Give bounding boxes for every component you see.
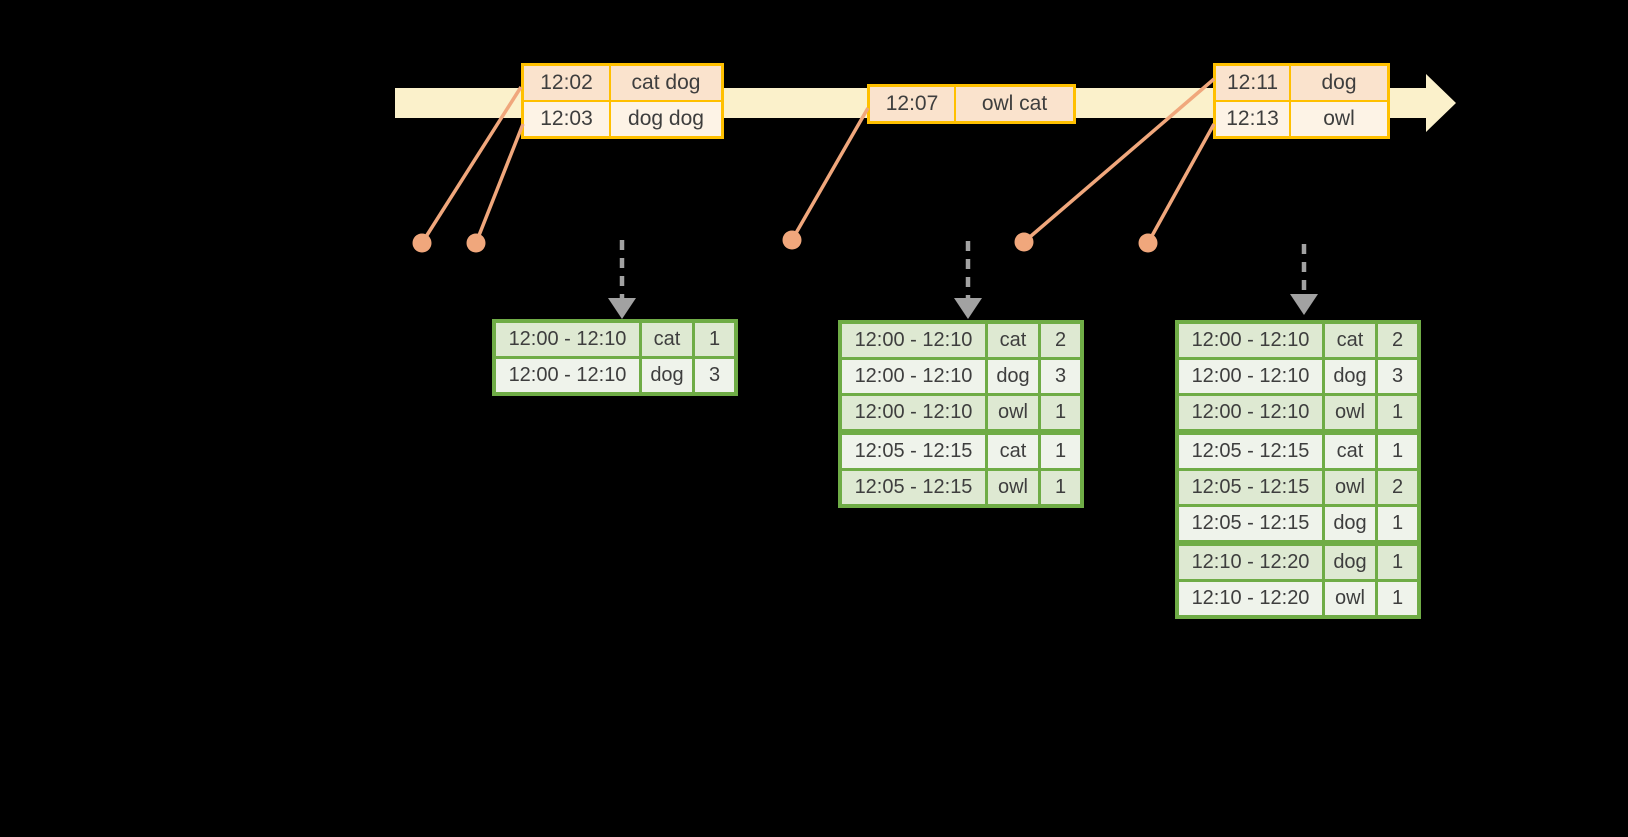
word-cell: owl	[985, 468, 1041, 508]
count-cell: 2	[1375, 468, 1421, 507]
window-cell: 12:00 - 12:10	[838, 357, 988, 396]
word-cell: cat	[639, 319, 695, 359]
count-cell: 2	[1375, 320, 1421, 360]
time-cell: 12:02	[521, 63, 611, 102]
window-cell: 12:00 - 12:10	[838, 320, 988, 360]
words-cell: owl	[1289, 100, 1390, 139]
event-dot-icon	[1014, 232, 1034, 252]
count-cell: 1	[1375, 393, 1421, 434]
connector-line	[790, 107, 870, 241]
words-cell: cat dog	[609, 63, 724, 102]
word-cell: dog	[639, 356, 695, 396]
event-dots	[412, 230, 1158, 253]
count-cell: 1	[1375, 540, 1421, 582]
window-cell: 12:05 - 12:15	[1175, 429, 1325, 471]
word-cell: cat	[985, 429, 1041, 471]
words-cell: owl cat	[954, 84, 1076, 124]
trigger-arrow-heads	[608, 294, 1318, 319]
count-cell: 1	[1038, 429, 1084, 471]
word-cell: cat	[985, 320, 1041, 360]
arrowhead-icon	[1290, 294, 1318, 315]
word-cell: dog	[1322, 504, 1378, 545]
connector-line	[1146, 123, 1216, 244]
count-cell: 1	[1038, 468, 1084, 508]
word-cell: cat	[1322, 320, 1378, 360]
time-cell: 12:03	[521, 100, 611, 139]
window-cell: 12:10 - 12:20	[1175, 540, 1325, 582]
window-cell: 12:05 - 12:15	[1175, 468, 1325, 507]
words-cell: dog dog	[609, 100, 724, 139]
window-cell: 12:00 - 12:10	[838, 393, 988, 434]
count-cell: 1	[1375, 504, 1421, 545]
word-cell: dog	[1322, 357, 1378, 396]
connector-line	[474, 123, 525, 244]
word-cell: owl	[985, 393, 1041, 434]
count-cell: 1	[692, 319, 738, 359]
event-dot-icon	[466, 233, 486, 253]
window-cell: 12:00 - 12:10	[492, 356, 642, 396]
word-cell: owl	[1322, 468, 1378, 507]
window-cell: 12:05 - 12:15	[1175, 504, 1325, 545]
window-cell: 12:00 - 12:10	[1175, 320, 1325, 360]
count-cell: 2	[1038, 320, 1084, 360]
count-cell: 3	[1038, 357, 1084, 396]
count-cell: 1	[1038, 393, 1084, 434]
word-cell: dog	[1322, 540, 1378, 582]
event-dot-icon	[1138, 233, 1158, 253]
count-cell: 1	[1375, 579, 1421, 619]
window-cell: 12:00 - 12:10	[492, 319, 642, 359]
time-cell: 12:13	[1213, 100, 1291, 139]
time-cell: 12:07	[867, 84, 956, 124]
timeline-arrowhead-icon	[1426, 74, 1456, 132]
word-cell: owl	[1322, 393, 1378, 434]
window-cell: 12:10 - 12:20	[1175, 579, 1325, 619]
count-cell: 3	[692, 356, 738, 396]
word-cell: dog	[985, 357, 1041, 396]
time-cell: 12:11	[1213, 63, 1291, 102]
words-cell: dog	[1289, 63, 1390, 102]
trigger-arrow-lines	[619, 240, 1307, 298]
count-cell: 1	[1375, 429, 1421, 471]
window-cell: 12:00 - 12:10	[1175, 393, 1325, 434]
arrowhead-icon	[954, 298, 982, 319]
word-cell: cat	[1322, 429, 1378, 471]
window-cell: 12:05 - 12:15	[838, 429, 988, 471]
event-dot-icon	[412, 233, 432, 253]
event-dot-icon	[782, 230, 802, 250]
window-cell: 12:00 - 12:10	[1175, 357, 1325, 396]
word-cell: owl	[1322, 579, 1378, 619]
arrowhead-icon	[608, 298, 636, 319]
window-cell: 12:05 - 12:15	[838, 468, 988, 508]
count-cell: 3	[1375, 357, 1421, 396]
